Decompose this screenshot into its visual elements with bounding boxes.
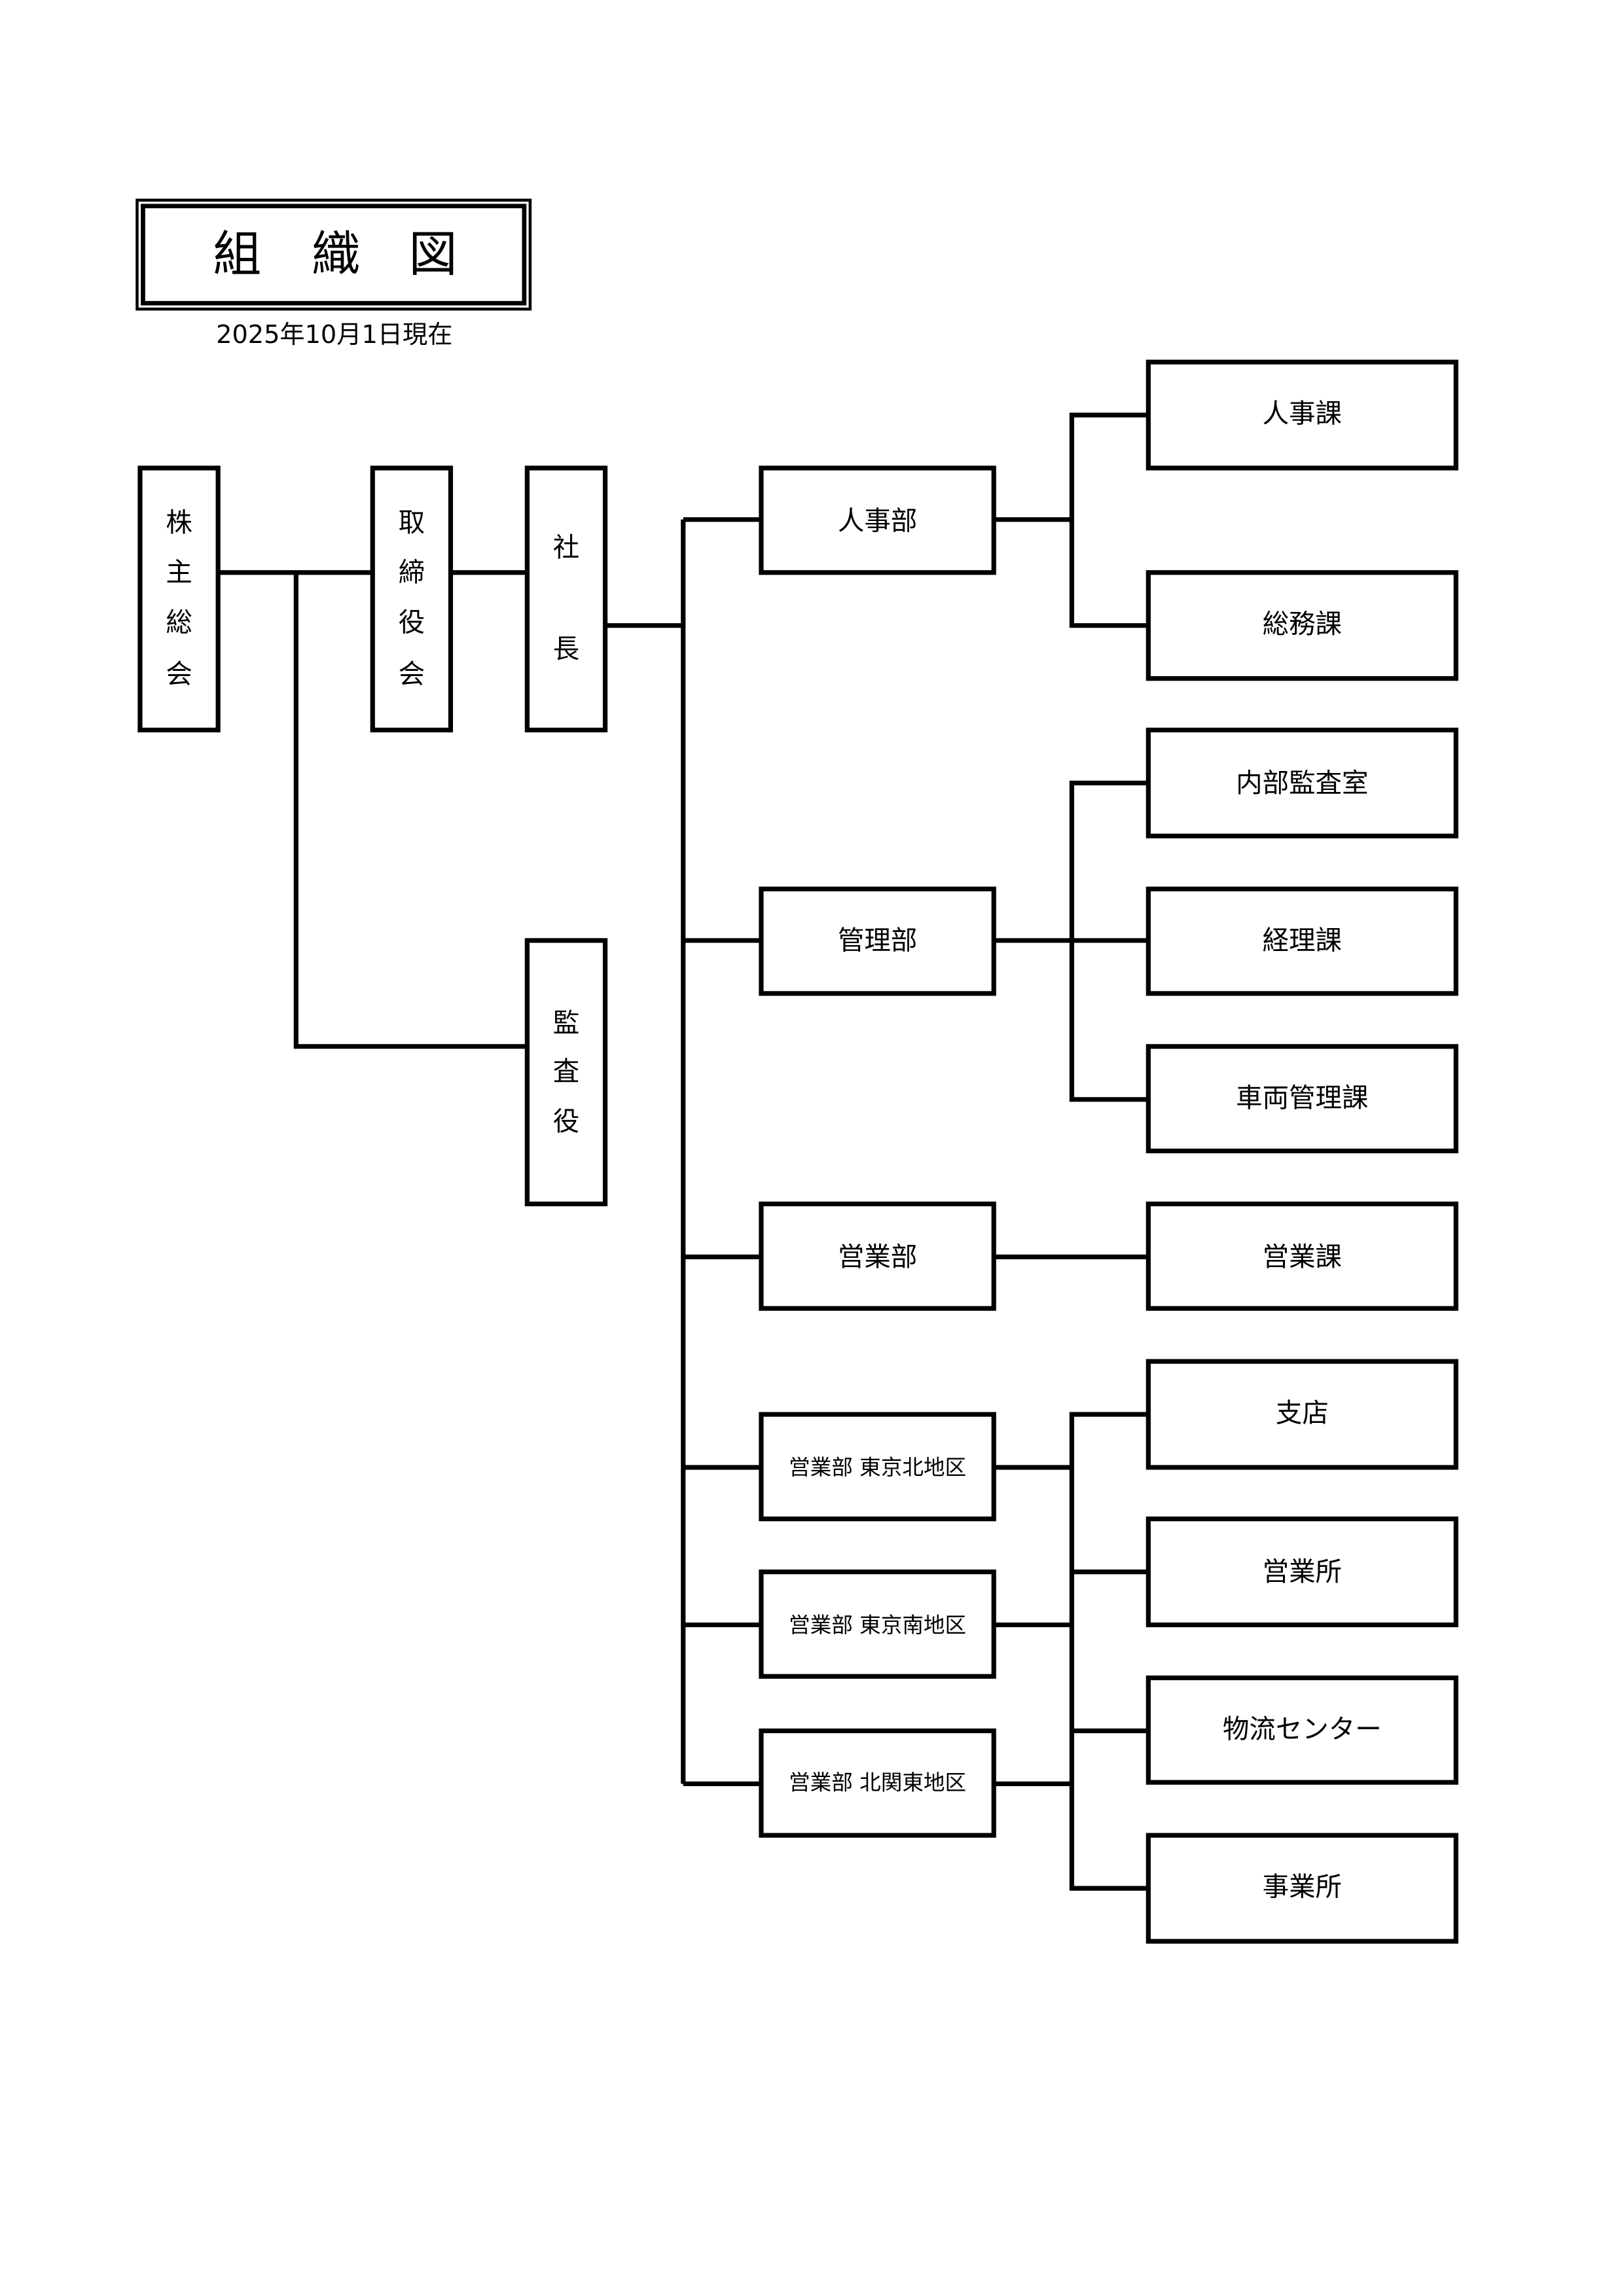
connector-hr-sections — [1069, 412, 1149, 628]
connectors — [218, 412, 1149, 1891]
as-of-date: 2025年10月1日現在 — [216, 321, 452, 350]
node-shareholders-meeting[interactable]: 株 主 総 会 — [137, 465, 221, 732]
node-section-branch[interactable]: 支店 — [1146, 1359, 1458, 1470]
node-char: 監 — [553, 1007, 579, 1038]
page-title-char-3: 図 — [408, 226, 460, 283]
node-section-sales-office[interactable]: 営業所 — [1146, 1516, 1458, 1628]
node-board-of-directors[interactable]: 取 締 役 会 — [370, 465, 454, 732]
connector-regional-trunk — [1069, 1412, 1149, 1891]
node-label: 総務課 — [1263, 608, 1342, 639]
node-label: 物流センター — [1223, 1713, 1382, 1745]
node-char: 総 — [166, 607, 192, 638]
node-label: 支店 — [1276, 1397, 1329, 1428]
node-char: 長 — [553, 633, 579, 664]
node-label: 営業部 東京南地区 — [789, 1613, 966, 1638]
node-char: 役 — [553, 1105, 579, 1137]
title-frame — [135, 198, 532, 311]
node-section-general-affairs[interactable]: 総務課 — [1146, 570, 1458, 681]
node-label: 事業所 — [1263, 1871, 1342, 1902]
node-dept-sales-tokyo-north[interactable]: 営業部 東京北地区 — [759, 1412, 996, 1522]
node-char: 会 — [166, 658, 192, 689]
node-char: 会 — [399, 658, 425, 689]
node-char: 取 — [399, 507, 425, 538]
node-dept-sales[interactable]: 営業部 — [759, 1201, 996, 1311]
node-dept-hr[interactable]: 人事部 — [759, 465, 996, 575]
page-title-char-2: 織 — [312, 226, 363, 283]
node-char: 株 — [166, 507, 192, 538]
node-section-vehicle-management[interactable]: 車両管理課 — [1146, 1044, 1458, 1154]
node-label: 管理部 — [838, 924, 917, 956]
node-label: 内部監査室 — [1236, 767, 1368, 798]
node-president[interactable]: 社 長 — [524, 465, 608, 732]
node-label: 営業部 東京北地区 — [789, 1455, 966, 1480]
node-section-sales[interactable]: 営業課 — [1146, 1201, 1458, 1311]
node-auditor[interactable]: 監 査 役 — [524, 938, 608, 1207]
node-section-accounting[interactable]: 経理課 — [1146, 886, 1458, 996]
node-label: 営業所 — [1263, 1556, 1342, 1587]
node-char: 役 — [399, 607, 425, 638]
connector-shareholders-auditor — [293, 572, 528, 1049]
node-label: 経理課 — [1263, 924, 1342, 956]
node-section-internal-audit[interactable]: 内部監査室 — [1146, 727, 1458, 838]
node-char: 査 — [553, 1056, 579, 1087]
node-label: 営業部 — [838, 1241, 917, 1272]
node-dept-sales-tokyo-south[interactable]: 営業部 東京南地区 — [759, 1570, 996, 1679]
node-label: 人事課 — [1263, 397, 1342, 429]
node-char: 社 — [553, 531, 579, 563]
node-char: 締 — [399, 556, 425, 588]
node-section-hr[interactable]: 人事課 — [1146, 359, 1458, 471]
node-section-logistics-center[interactable]: 物流センター — [1146, 1675, 1458, 1785]
node-label: 車両管理課 — [1236, 1082, 1368, 1113]
node-dept-sales-north-kanto[interactable]: 営業部 北関東地区 — [759, 1728, 996, 1838]
node-section-business-office[interactable]: 事業所 — [1146, 1833, 1458, 1944]
connector-admin-sections — [1069, 780, 1149, 1102]
node-label: 人事部 — [838, 505, 917, 537]
node-char: 主 — [166, 556, 192, 588]
node-label: 営業部 北関東地区 — [789, 1770, 966, 1795]
node-label: 営業課 — [1263, 1241, 1342, 1272]
page-title-char-1: 組 — [213, 226, 264, 283]
node-dept-admin[interactable]: 管理部 — [759, 886, 996, 996]
